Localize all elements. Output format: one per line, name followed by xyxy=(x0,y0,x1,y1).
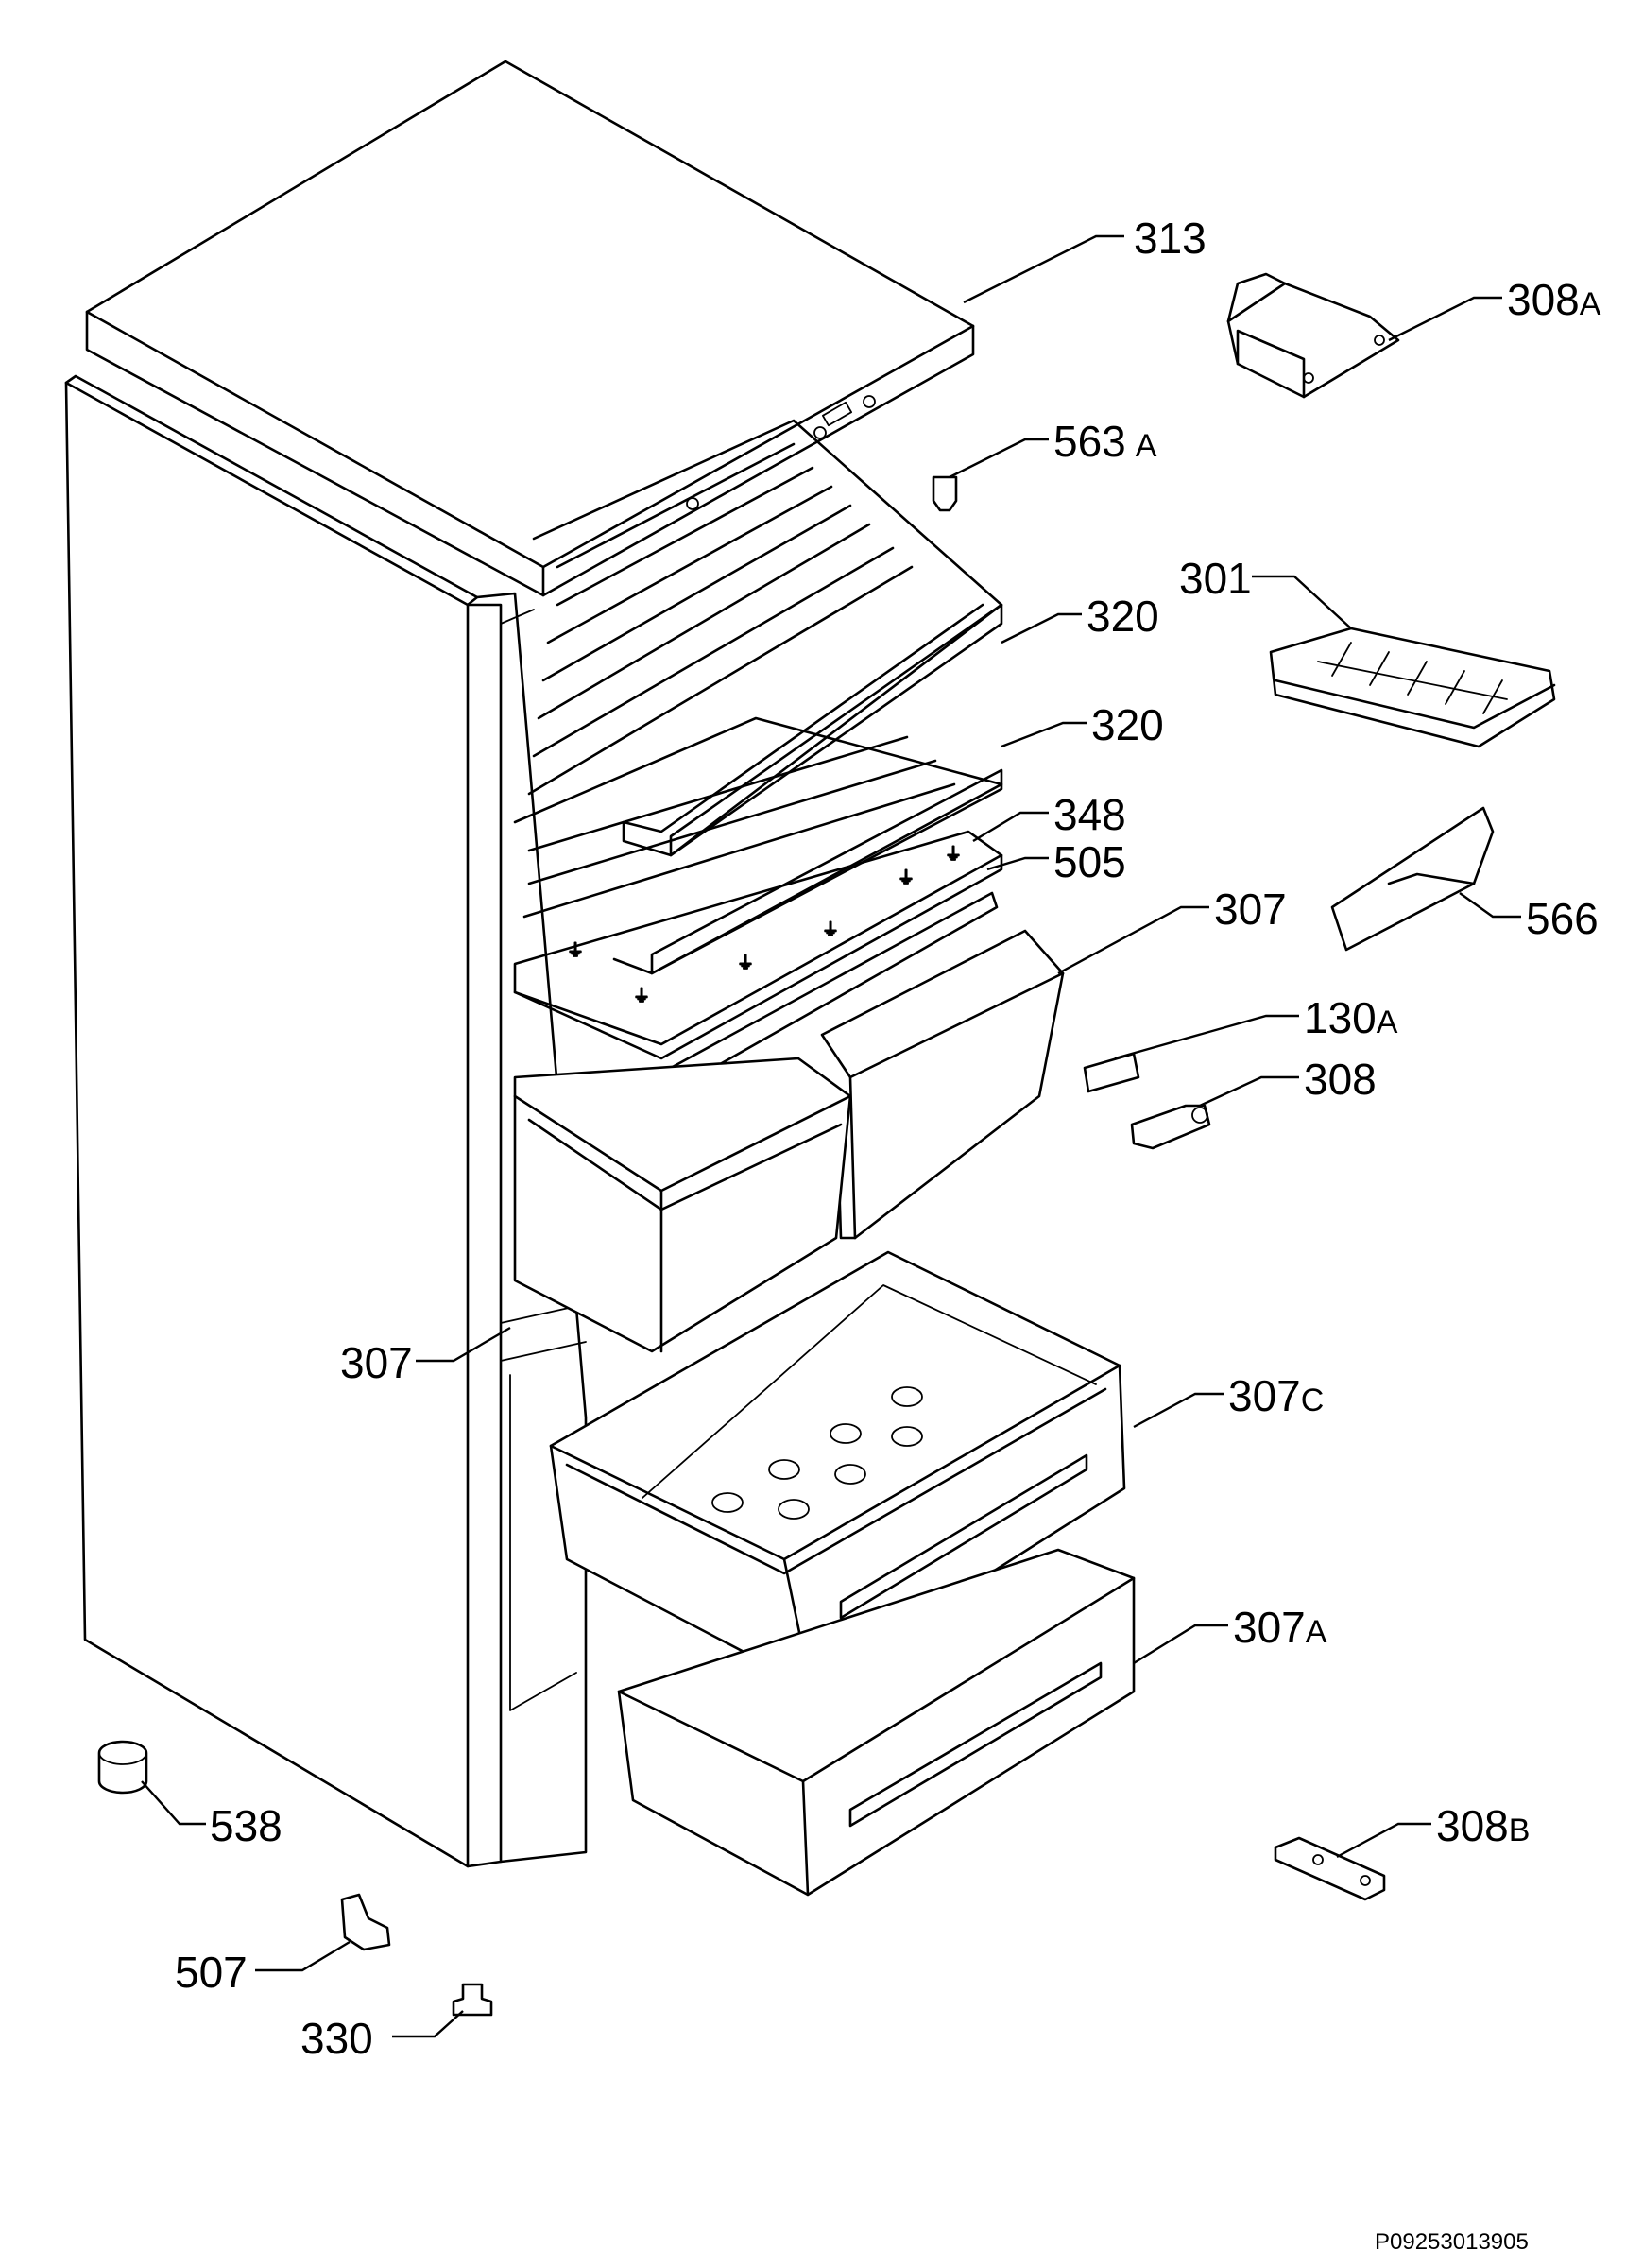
freezer-drawer-left xyxy=(513,1057,852,1353)
label-307a: 307A xyxy=(1233,1603,1327,1652)
ice-cube-tray xyxy=(1269,627,1556,748)
svg-text:⏚: ⏚ xyxy=(737,954,754,972)
hinge-plate-308b xyxy=(1274,1836,1386,1901)
svg-text:⏚: ⏚ xyxy=(898,868,915,887)
label-307c: 307C xyxy=(1228,1371,1324,1420)
pin-563a xyxy=(932,475,958,512)
label-130a: 130A xyxy=(1304,993,1398,1042)
svg-text:⏚: ⏚ xyxy=(945,845,962,864)
hinge-308 xyxy=(1130,1104,1211,1150)
hinge-cover-130a xyxy=(1083,1052,1140,1093)
hinge-bracket-308a xyxy=(1226,272,1400,399)
freezer-drawer-right xyxy=(820,929,1065,1240)
screw-330 xyxy=(452,1983,493,2017)
svg-text:⏚: ⏚ xyxy=(567,941,584,960)
cabinet-body xyxy=(64,374,588,1868)
label-348: 348 xyxy=(1053,790,1126,839)
glass-shelf: ⏚ ⏚ ⏚ ⏚ ⏚ ⏚ xyxy=(513,830,1003,1060)
clip-507 xyxy=(340,1893,391,1951)
label-313: 313 xyxy=(1134,214,1207,263)
label-505: 505 xyxy=(1053,837,1126,886)
label-308a: 308A xyxy=(1507,275,1601,324)
label-307-upper: 307 xyxy=(1214,885,1287,934)
ice-scraper xyxy=(1330,806,1495,952)
svg-text:⏚: ⏚ xyxy=(633,987,650,1005)
freezer-drawer-307a xyxy=(617,1548,1136,1897)
label-566: 566 xyxy=(1526,894,1599,943)
document-id: P09253013905 xyxy=(1375,2229,1529,2255)
label-301: 301 xyxy=(1179,554,1252,603)
label-308: 308 xyxy=(1304,1055,1377,1104)
wire-shelf-upper xyxy=(527,419,1003,857)
label-320-lower: 320 xyxy=(1091,700,1164,749)
foot-538 xyxy=(97,1740,148,1795)
label-320-upper: 320 xyxy=(1087,592,1159,641)
top-cover xyxy=(85,60,975,597)
label-307-lower: 307 xyxy=(340,1338,413,1387)
leader-lines xyxy=(141,234,1521,2038)
label-538: 538 xyxy=(210,1801,282,1850)
wire-shelf-lower xyxy=(513,716,1003,975)
label-507: 507 xyxy=(175,1948,248,1997)
svg-text:⏚: ⏚ xyxy=(822,920,839,939)
label-308b: 308B xyxy=(1436,1801,1530,1850)
label-330: 330 xyxy=(300,2014,373,2063)
